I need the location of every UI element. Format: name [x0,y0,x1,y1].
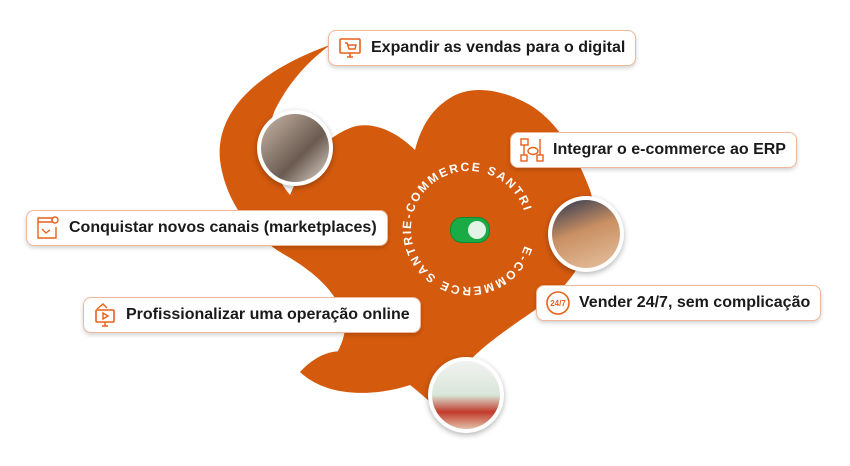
card-label: Integrar o e-commerce ao ERP [553,141,786,158]
store-photo [257,110,333,186]
card-expand-digital-sales: Expandir as vendas para o digital [328,30,637,66]
card-label: Profissionalizar uma operação online [126,306,410,323]
online-shop-monitor-icon [339,38,361,58]
card-professionalize-online: Profissionalizar uma operação online [83,297,421,333]
online-video-monitor-icon [95,303,115,327]
marketplace-icon [37,216,59,239]
card-label: Expandir as vendas para o digital [371,39,626,56]
card-label: Vender 24/7, sem complicação [579,294,811,311]
card-label: Conquistar novos canais (marketplaces) [69,219,377,236]
boxes-photo [548,196,624,272]
erp-integration-icon [520,138,544,162]
svg-text:24/7: 24/7 [550,299,566,308]
card-new-channels-marketplaces: Conquistar novos canais (marketplaces) [26,210,388,246]
card-sell-24-7: 24/7 Vender 24/7, sem complicação [536,285,822,321]
toggle-knob [468,221,486,239]
toggle-switch[interactable] [450,217,490,243]
24-7-icon: 24/7 [546,291,570,315]
laptop-photo [428,357,504,433]
card-integrate-erp: Integrar o e-commerce ao ERP [510,132,797,168]
